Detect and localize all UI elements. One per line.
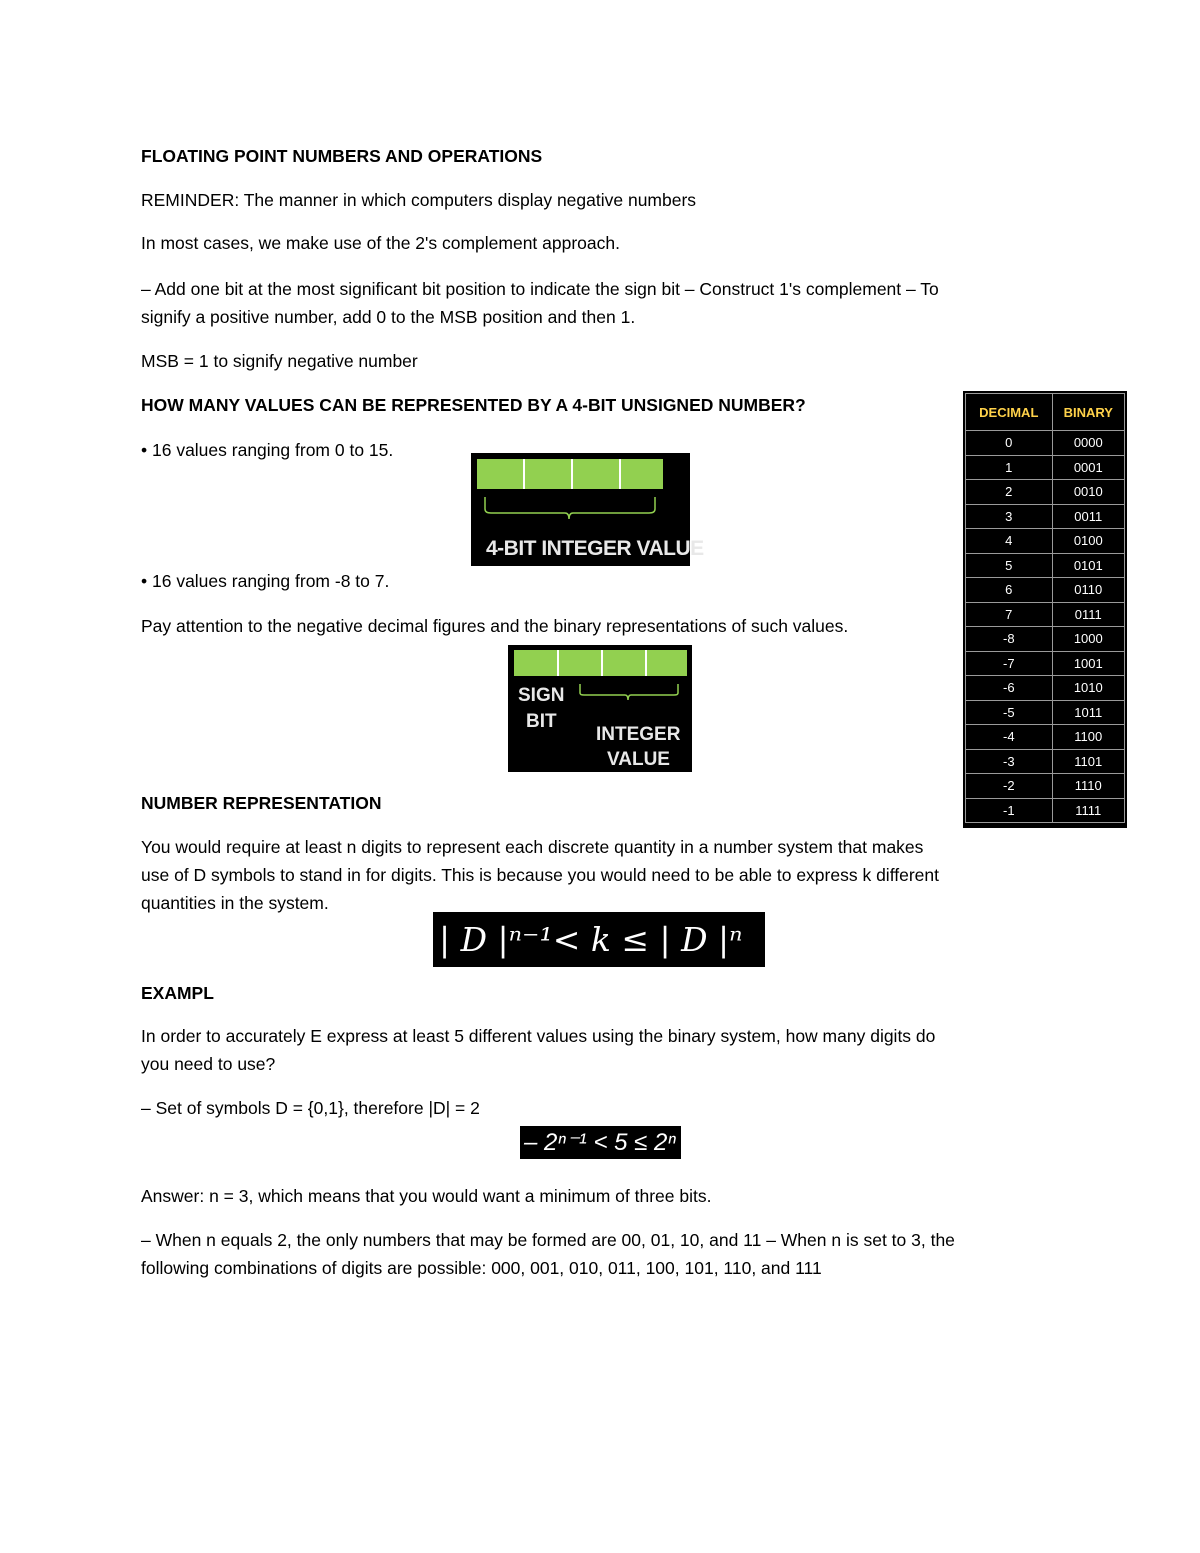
binary-cell: 1010 (1051, 675, 1126, 701)
brace-icon (579, 684, 679, 701)
number-rep-line-2: use of D symbols to stand in for digits.… (141, 865, 939, 885)
decimal-cell: 3 (965, 503, 1053, 529)
set-symbols-text: – Set of symbols D = {0,1}, therefore |D… (141, 1098, 480, 1118)
number-rep-line-3: quantities in the system. (141, 893, 329, 913)
attention-text: Pay attention to the negative decimal fi… (141, 616, 849, 636)
formula-example: – 2ⁿ⁻¹ < 5 ≤ 2ⁿ (520, 1126, 681, 1159)
binary-cell: 1110 (1051, 773, 1126, 799)
msb-note: MSB = 1 to signify negative number (141, 351, 418, 371)
bullet-unsigned: • 16 values ranging from 0 to 15. (141, 440, 394, 460)
answer-text: Answer: n = 3, which means that you woul… (141, 1186, 712, 1206)
decimal-cell: -4 (965, 724, 1053, 750)
combos-line-1: – When n equals 2, the only numbers that… (141, 1230, 955, 1250)
decimal-cell: 1 (965, 454, 1053, 480)
add-bit-line-1: – Add one bit at the most significant bi… (141, 279, 939, 299)
table-header-binary: BINARY (1051, 393, 1126, 431)
page-title: FLOATING POINT NUMBERS AND OPERATIONS (141, 146, 543, 166)
question-heading: HOW MANY VALUES CAN BE REPRESENTED BY A … (141, 395, 806, 415)
formula-main: | D |ⁿ⁻¹< k ≤ | D |ⁿ (433, 912, 765, 967)
sign-label-2: BIT (526, 711, 557, 732)
decimal-cell: -3 (965, 748, 1053, 774)
bit-cell (477, 459, 525, 489)
binary-cell: 1001 (1051, 650, 1126, 676)
example-question-line-2: you need to use? (141, 1054, 276, 1074)
number-rep-heading: NUMBER REPRESENTATION (141, 793, 382, 813)
binary-cell: 0100 (1051, 528, 1126, 554)
sign-label-1: SIGN (518, 685, 565, 706)
decimal-cell: -5 (965, 699, 1053, 725)
integer-label-2: VALUE (607, 749, 670, 770)
most-cases-text: In most cases, we make use of the 2's co… (141, 233, 620, 253)
decimal-cell: 6 (965, 577, 1053, 603)
decimal-cell: -7 (965, 650, 1053, 676)
combos-line-2: following combinations of digits are pos… (141, 1258, 822, 1278)
example-heading: EXAMPL (141, 983, 214, 1003)
decimal-cell: 2 (965, 479, 1053, 505)
bit-cell (647, 650, 687, 676)
number-rep-line-1: You would require at least n digits to r… (141, 837, 924, 857)
bit-cell (603, 650, 647, 676)
decimal-cell: -6 (965, 675, 1053, 701)
example-question-line-1: In order to accurately E express at leas… (141, 1026, 936, 1046)
binary-cell: 0110 (1051, 577, 1126, 603)
bit-cell (559, 650, 603, 676)
binary-cell: 0111 (1051, 601, 1126, 627)
decimal-cell: 0 (965, 430, 1053, 456)
signed-4bit-figure: SIGN BIT INTEGER VALUE (508, 645, 692, 772)
integer-label-1: INTEGER (596, 724, 681, 745)
bit-cell (621, 459, 663, 489)
binary-cell: 1011 (1051, 699, 1126, 725)
binary-cell: 1000 (1051, 626, 1126, 652)
bit-cell (573, 459, 621, 489)
decimal-cell: 5 (965, 552, 1053, 578)
binary-cell: 0001 (1051, 454, 1126, 480)
brace-icon (484, 497, 656, 520)
figure-label: 4-BIT INTEGER VALUE (486, 537, 704, 560)
binary-cell: 1100 (1051, 724, 1126, 750)
reminder-text: REMINDER: The manner in which computers … (141, 190, 697, 210)
binary-cell: 0011 (1051, 503, 1126, 529)
binary-cell: 0000 (1051, 430, 1126, 456)
bit-cell (525, 459, 573, 489)
sign-bit-cell (514, 650, 559, 676)
decimal-cell: 4 (965, 528, 1053, 554)
binary-cell: 0010 (1051, 479, 1126, 505)
decimal-cell: -8 (965, 626, 1053, 652)
decimal-cell: 7 (965, 601, 1053, 627)
unsigned-4bit-figure: 4-BIT INTEGER VALUE (471, 453, 704, 566)
decimal-cell: -1 (965, 797, 1053, 823)
bullet-signed: • 16 values ranging from -8 to 7. (141, 571, 390, 591)
binary-cell: 0101 (1051, 552, 1126, 578)
add-bit-line-2: signify a positive number, add 0 to the … (141, 307, 636, 327)
binary-cell: 1111 (1051, 797, 1126, 823)
binary-cell: 1101 (1051, 748, 1126, 774)
table-header-decimal: DECIMAL (965, 393, 1053, 431)
decimal-cell: -2 (965, 773, 1053, 799)
